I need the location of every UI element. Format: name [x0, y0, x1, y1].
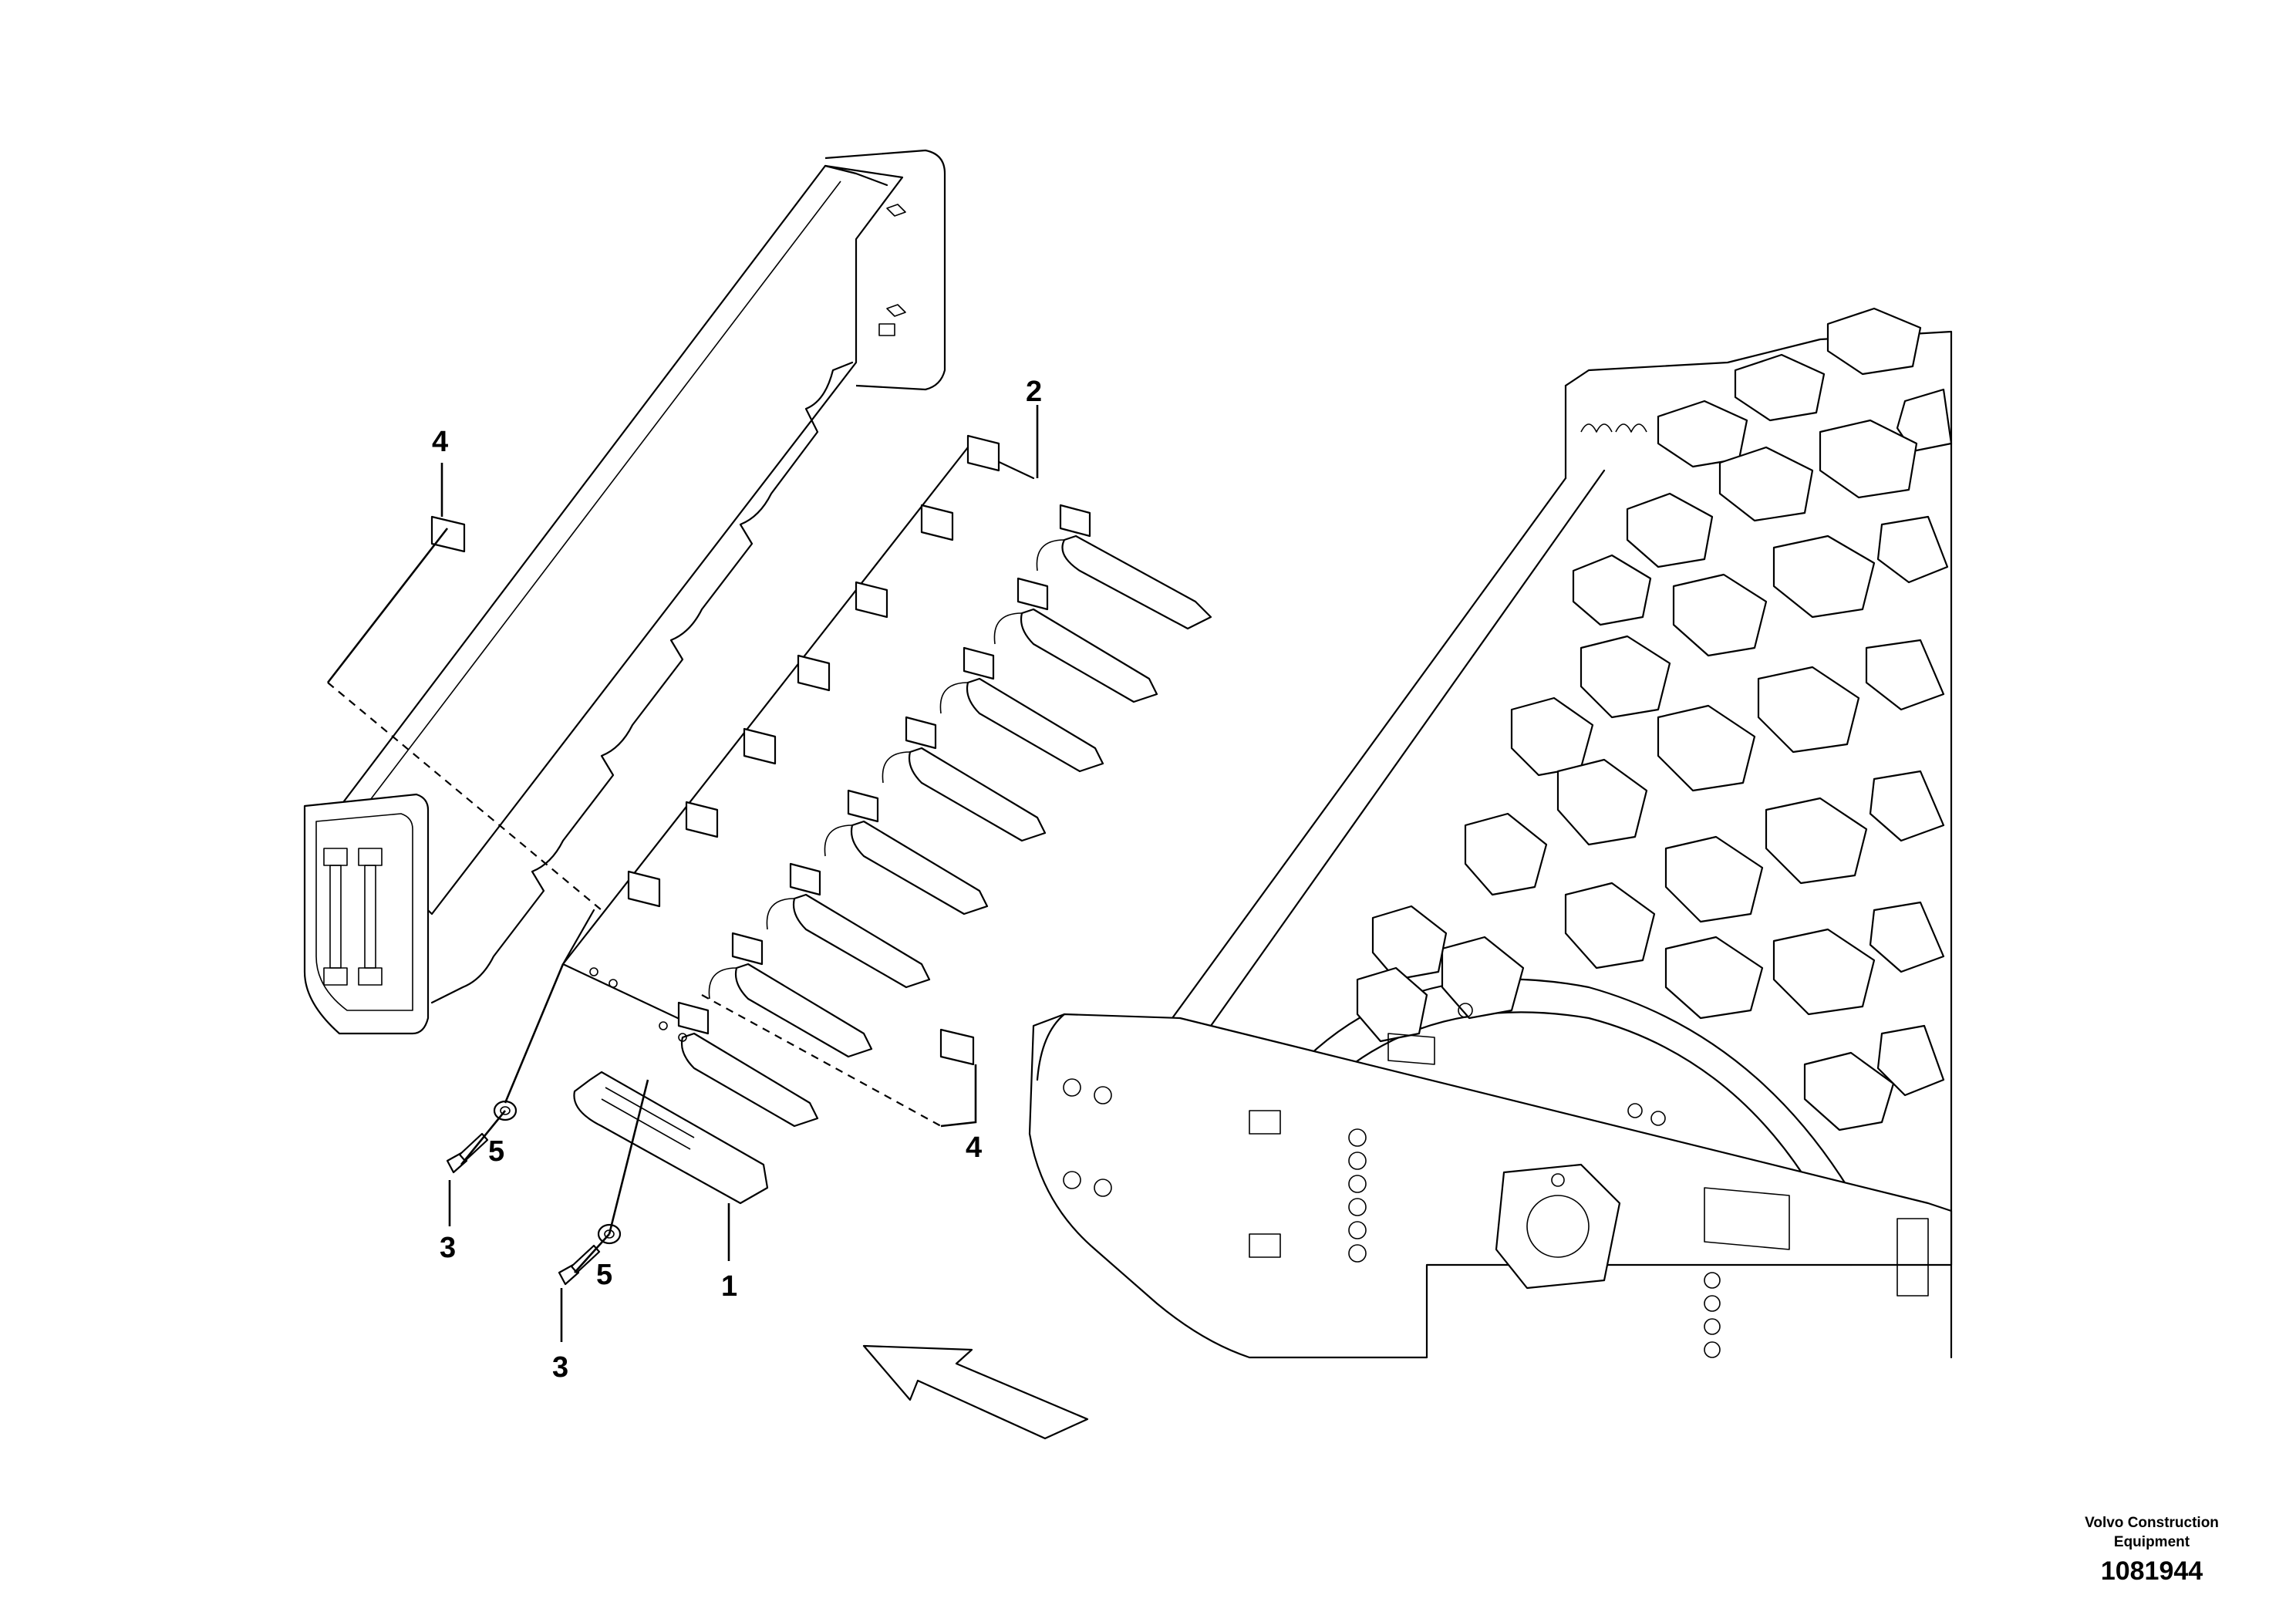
callout-5-lower: 5: [596, 1259, 612, 1291]
beam-end-bolts: [323, 848, 383, 986]
callout-4-right: 4: [966, 1131, 982, 1164]
callout-3-lower: 3: [552, 1351, 568, 1384]
machine-frame: [1028, 1003, 1953, 1359]
brand-line-1: Volvo Construction: [2085, 1515, 2219, 1531]
scraper-beam: [303, 149, 946, 1035]
callout-2: 2: [1026, 376, 1042, 408]
brand-line-2: Equipment: [2114, 1534, 2190, 1550]
callout-5-upper: 5: [488, 1135, 504, 1168]
drawing-number: 1081944: [2101, 1556, 2203, 1586]
drum-pads: [1356, 307, 1953, 1131]
clip-plate-right: [939, 1028, 975, 1066]
callout-4-left: 4: [432, 426, 448, 458]
direction-arrow: [862, 1344, 1089, 1440]
padfoot-drum: [1171, 307, 1953, 1359]
clip-plate-left: [430, 515, 466, 553]
callout-1: 1: [721, 1270, 737, 1303]
callout-3-upper: 3: [440, 1232, 456, 1264]
scraper-tooth-assembly: [561, 434, 1212, 1128]
